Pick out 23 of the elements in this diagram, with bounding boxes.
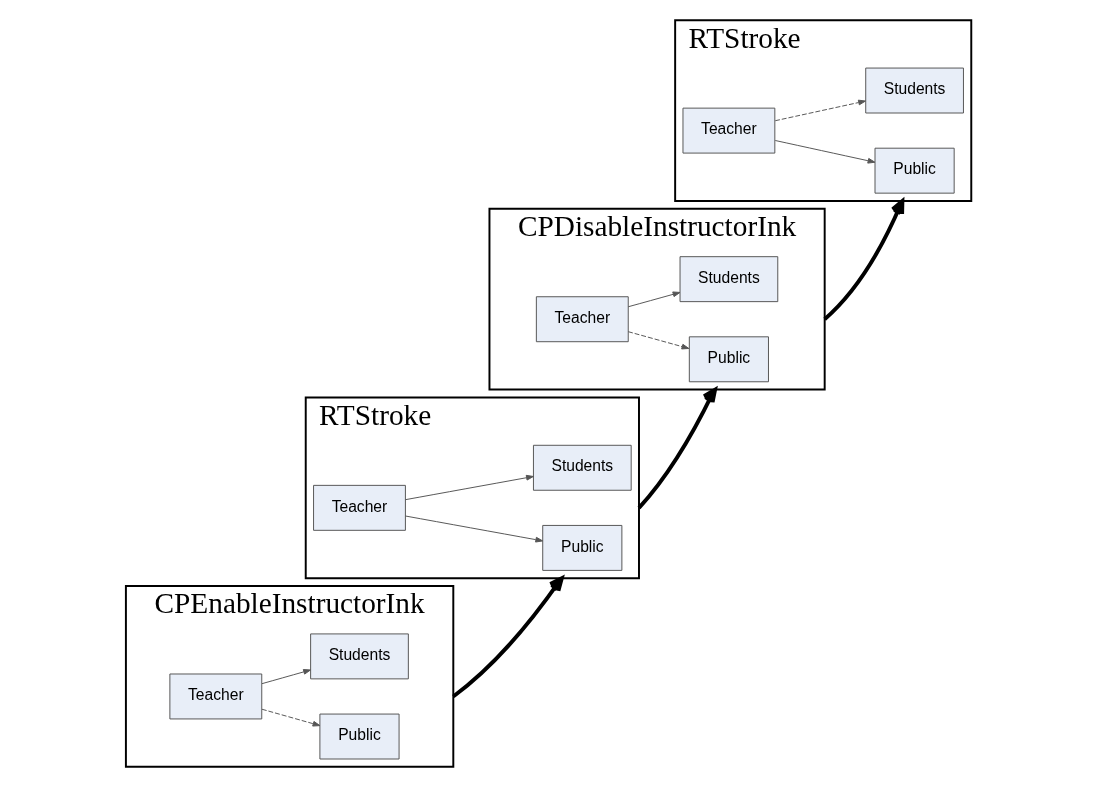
node-box: Public	[319, 713, 400, 760]
node-box: Teacher	[535, 296, 629, 343]
node-box: Teacher	[682, 107, 776, 154]
arrow	[637, 387, 718, 510]
arrow	[404, 474, 534, 501]
node-box: Students	[532, 444, 632, 491]
node-box: Public	[688, 336, 769, 383]
arrow	[774, 140, 876, 164]
arrow	[823, 199, 905, 321]
arrow	[261, 669, 311, 685]
node-box: Students	[679, 256, 779, 303]
arrow	[774, 99, 866, 122]
node-box: Teacher	[169, 673, 263, 720]
arrow	[627, 331, 690, 350]
node-box: Public	[542, 524, 623, 571]
arrow	[627, 291, 681, 308]
arrow	[452, 576, 564, 698]
node-box: Public	[874, 147, 955, 194]
node-box: Teacher	[313, 484, 406, 531]
node-box: Students	[310, 633, 409, 680]
node-box: Students	[865, 67, 964, 114]
arrow	[404, 515, 544, 543]
arrow	[261, 708, 321, 727]
